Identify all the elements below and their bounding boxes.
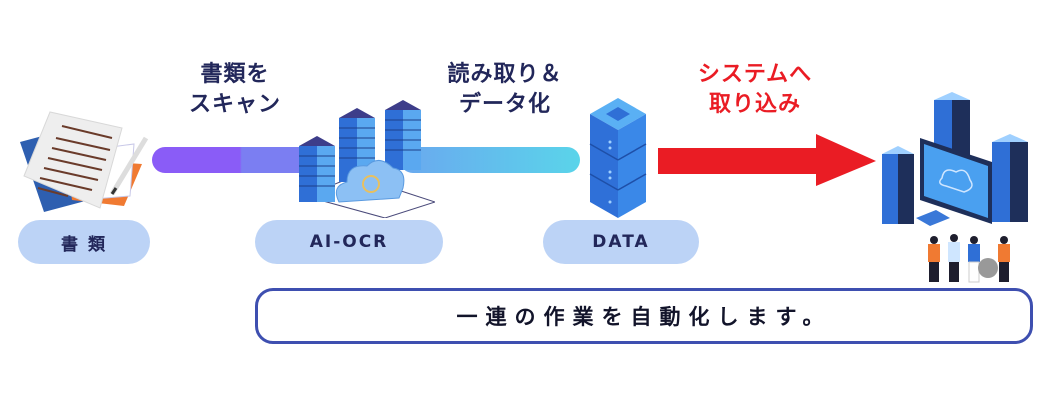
people-group (928, 234, 1010, 283)
summary-banner: 一連の作業を自動化します。 (255, 288, 1033, 344)
connector-bar-read (400, 147, 580, 173)
node-label-data: DATA (543, 220, 699, 264)
node-label-ai-ocr: AI-OCR (255, 220, 443, 264)
step-caption-import: システムへ 取り込み (680, 60, 830, 120)
caption-line: システムへ (697, 62, 813, 87)
server-tower (992, 134, 1028, 222)
step-caption-scan: 書類を スキャン (170, 60, 300, 120)
caption-line: 書類を (200, 62, 270, 87)
step-caption-read: 読み取り＆ データ化 (425, 60, 585, 120)
system-team-icon (882, 92, 1028, 283)
cloud-servers-icon (299, 100, 435, 218)
documents-icon (20, 111, 149, 212)
server-rack (385, 100, 421, 170)
caption-line: スキャン (188, 92, 281, 117)
caption-line: データ化 (458, 92, 551, 117)
server-tower (882, 146, 914, 224)
connector-bar-scan (152, 147, 312, 173)
node-label-documents: 書 類 (18, 220, 150, 264)
arrow-right-icon (658, 134, 876, 186)
database-server-icon (589, 98, 647, 218)
caption-line: 読み取り＆ (447, 62, 563, 87)
server-rack (299, 136, 335, 202)
caption-line: 取り込み (708, 92, 801, 117)
